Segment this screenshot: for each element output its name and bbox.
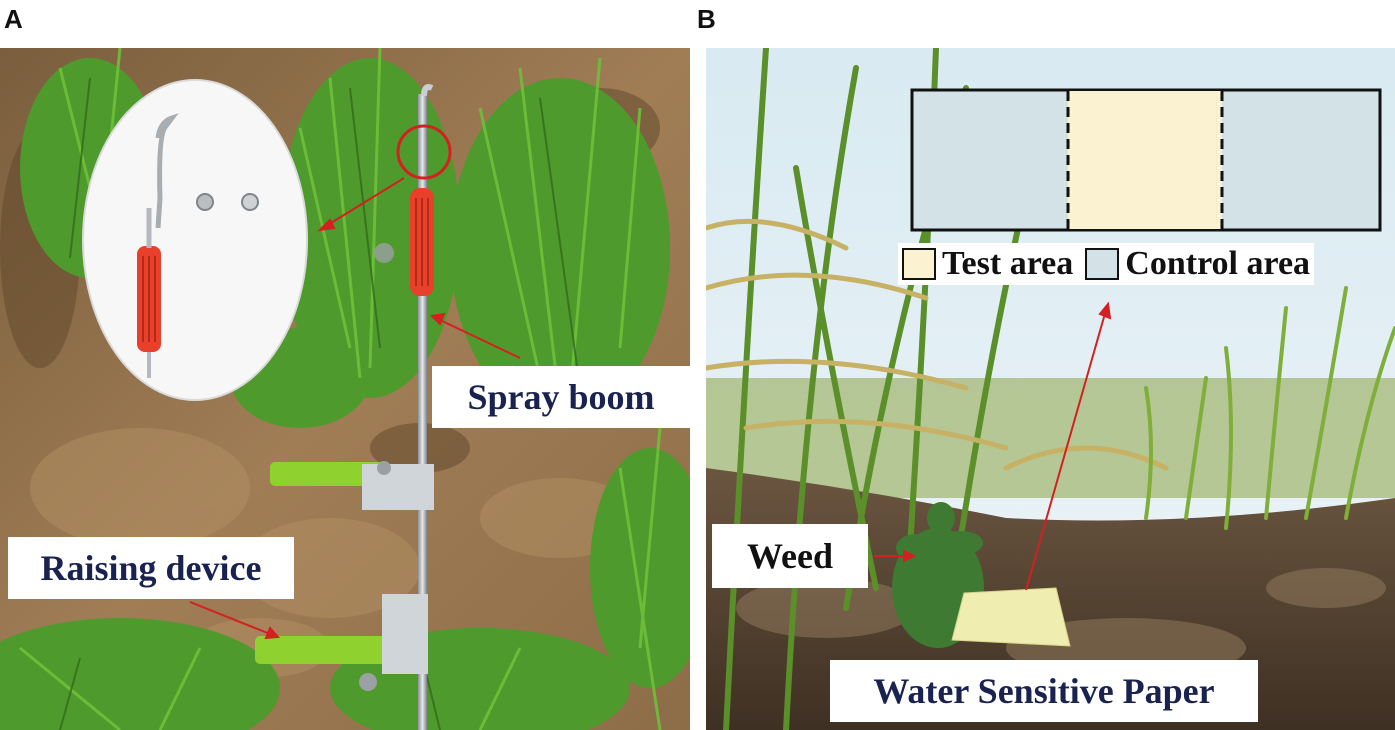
panel-b-photo (706, 48, 1395, 730)
raising-device-label: Raising device (8, 537, 294, 599)
test-area-legend-label: Test area (942, 245, 1074, 282)
spray-boom-label: Spray boom (432, 366, 690, 428)
test-area-swatch (902, 248, 936, 280)
panel-b-letter: B (697, 4, 716, 34)
water-sensitive-paper-label: Water Sensitive Paper (830, 660, 1258, 722)
legend: Test area Control area (898, 243, 1315, 285)
control-area-swatch (1085, 248, 1120, 280)
panel-a-letter: A (4, 4, 23, 34)
control-area-legend-label: Control area (1125, 245, 1311, 282)
weed-label: Weed (712, 524, 868, 588)
